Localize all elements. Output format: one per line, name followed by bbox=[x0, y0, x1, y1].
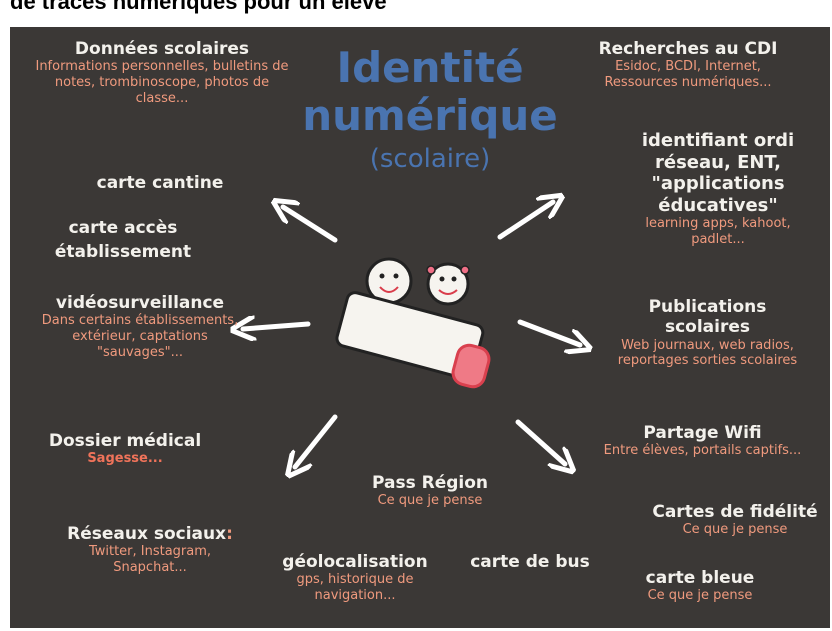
node-title-text: Réseaux sociaux bbox=[67, 524, 227, 544]
node-title: géolocalisation bbox=[282, 552, 428, 572]
arrow-up-right bbox=[497, 202, 553, 240]
children-faces bbox=[379, 286, 458, 295]
node-title: carte accès établissement bbox=[54, 218, 192, 262]
node-detail: Ce que je pense bbox=[647, 588, 753, 604]
node-detail: Twitter, Instagram, Snapchat... bbox=[88, 544, 212, 575]
arrow-down-right bbox=[515, 419, 565, 464]
node-carte-cantine: carte cantine bbox=[60, 173, 260, 193]
node-reseaux-sociaux: Réseaux sociaux: Twitter, Instagram, Sna… bbox=[55, 524, 245, 576]
node-carte-acces: carte accès établissement bbox=[38, 217, 208, 265]
node-title: Données scolaires bbox=[74, 39, 250, 59]
node-detail: learning apps, kahoot, padlet... bbox=[645, 216, 791, 247]
center-title-line2: numérique bbox=[302, 91, 558, 140]
node-pass-region: Pass Région Ce que je pense bbox=[355, 473, 505, 509]
node-videosurveillance: vidéosurveillance Dans certains établiss… bbox=[40, 293, 240, 360]
node-detail: Ce que je pense bbox=[377, 493, 483, 509]
node-title: carte bleue bbox=[645, 568, 755, 588]
arrows-and-illustration bbox=[10, 27, 830, 628]
node-publications: Publications scolaires Web journaux, web… bbox=[605, 297, 810, 369]
arrow-up-left bbox=[283, 207, 338, 243]
arrow-left bbox=[243, 324, 311, 329]
node-detail: Entre élèves, portails captifs... bbox=[603, 443, 802, 459]
node-title: carte cantine bbox=[96, 173, 224, 193]
children-with-pencil-illustration bbox=[335, 257, 485, 380]
node-title: Réseaux sociaux: bbox=[55, 524, 245, 544]
pencil-details bbox=[451, 343, 491, 389]
node-carte-bleue: carte bleue Ce que je pense bbox=[625, 568, 775, 604]
node-detail: gps, historique de navigation... bbox=[296, 572, 414, 603]
node-donnees-scolaires: Données scolaires Informations personnel… bbox=[32, 39, 292, 106]
node-title: vidéosurveillance bbox=[55, 293, 225, 313]
node-detail: Esidoc, BCDI, Internet, Ressources numér… bbox=[604, 59, 772, 90]
node-partage-wifi: Partage Wifi Entre élèves, portails capt… bbox=[585, 423, 820, 459]
node-carte-de-bus: carte de bus bbox=[455, 552, 605, 572]
node-title: carte de bus bbox=[470, 552, 590, 572]
center-title-line1: Identité bbox=[336, 43, 524, 92]
node-recherches-cdi: Recherches au CDI Esidoc, BCDI, Internet… bbox=[578, 39, 798, 91]
diagram-board: Identité numérique (scolaire) bbox=[10, 27, 830, 628]
node-dossier-medical: Dossier médical Sagesse... bbox=[40, 431, 210, 467]
node-title: Partage Wifi bbox=[643, 423, 762, 443]
node-detail: Web journaux, web radios, reportages sor… bbox=[617, 337, 798, 369]
node-title: Publications scolaires bbox=[648, 297, 767, 338]
arrow-down-left bbox=[295, 414, 338, 467]
node-title: Pass Région bbox=[371, 473, 489, 493]
node-title: Cartes de fidélité bbox=[652, 502, 818, 522]
page-title: de traces numériques pour un élève bbox=[10, 0, 387, 14]
node-detail: Informations personnelles, bulletins de … bbox=[35, 59, 289, 106]
node-detail: Sagesse... bbox=[87, 451, 163, 467]
node-title: Recherches au CDI bbox=[598, 39, 778, 59]
arrow-right bbox=[517, 319, 580, 345]
node-title: identifiant ordi réseau, ENT, "applicati… bbox=[641, 130, 795, 216]
node-title-colon: : bbox=[226, 524, 233, 544]
node-identifiant: identifiant ordi réseau, ENT, "applicati… bbox=[638, 130, 798, 248]
center-title-line3: (scolaire) bbox=[369, 144, 491, 174]
node-geolocalisation: géolocalisation gps, historique de navig… bbox=[265, 552, 445, 604]
node-detail: Ce que je pense bbox=[682, 522, 788, 538]
node-detail: Dans certains établissements, extérieur,… bbox=[41, 313, 239, 360]
node-title: Dossier médical bbox=[48, 431, 202, 451]
node-cartes-fidelite: Cartes de fidélité Ce que je pense bbox=[645, 502, 825, 538]
